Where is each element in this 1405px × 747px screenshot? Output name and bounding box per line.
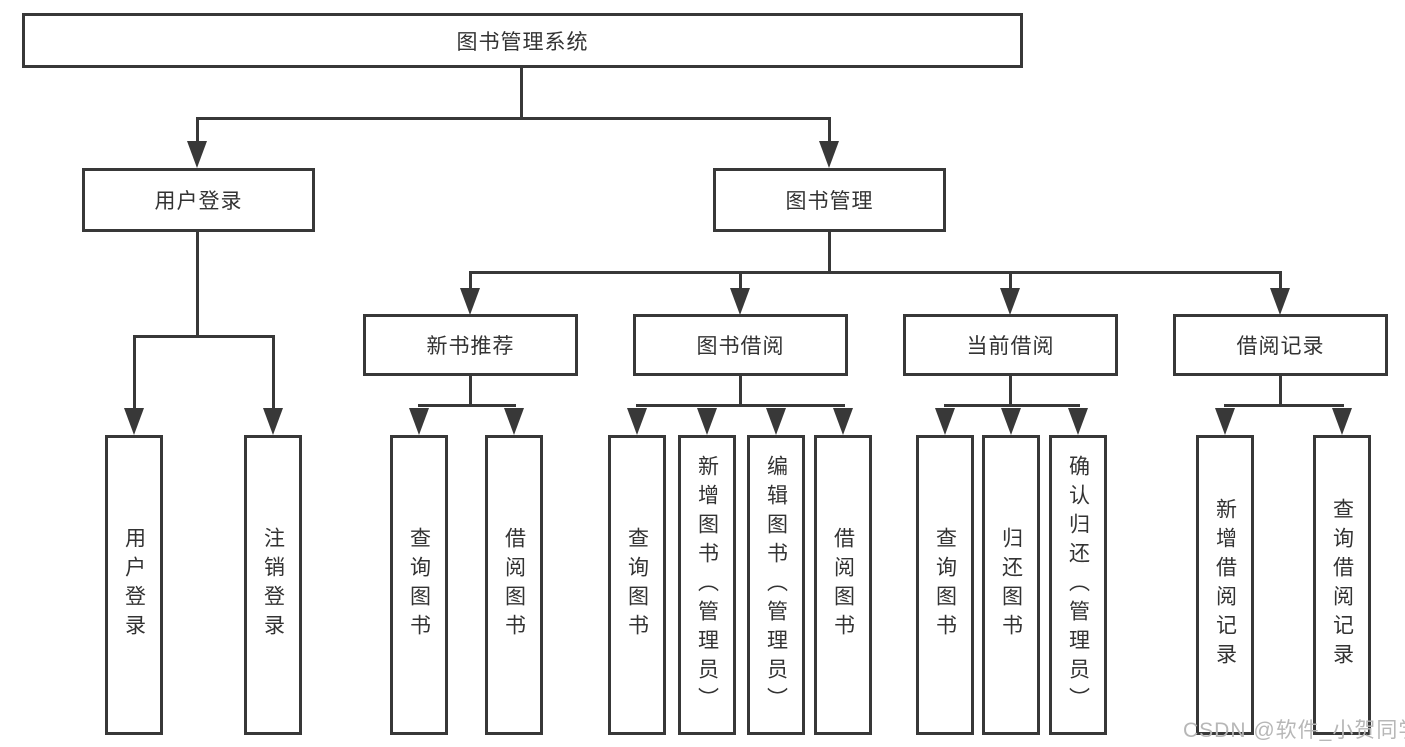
leaf-cb-return-book-label: 归还图书	[999, 527, 1023, 643]
arrow-to-book-borrow-icon	[730, 288, 750, 315]
arrow-cb-leaf2-icon	[1001, 408, 1021, 435]
leaf-nb-query-book: 查询图书	[390, 435, 448, 735]
node-borrow-records: 借阅记录	[1173, 314, 1388, 376]
leaf-bb-add-book-admin-label: 新增图书（管理员）	[695, 454, 719, 716]
connector-ul-leaf2-shaft	[272, 335, 275, 412]
leaf-bb-edit-book-admin-label: 编辑图书（管理员）	[764, 454, 788, 716]
connector-level2-rail	[196, 117, 831, 120]
leaf-user-login-label: 用户登录	[122, 527, 146, 643]
connector-new-book-rail	[418, 404, 516, 407]
connector-user-login-rail	[133, 335, 275, 338]
leaf-logout: 注销登录	[244, 435, 302, 735]
connector-level3-rail	[469, 271, 1282, 274]
arrow-br-leaf2-icon	[1332, 408, 1352, 435]
arrow-cb-leaf1-icon	[935, 408, 955, 435]
connector-borrow-records-rail	[1224, 404, 1344, 407]
connector-borrow-records-stem	[1279, 376, 1282, 407]
leaf-cb-confirm-return-admin-label: 确认归还（管理员）	[1066, 454, 1090, 716]
leaf-nb-query-book-label: 查询图书	[407, 527, 431, 643]
node-book-borrow-label: 图书借阅	[696, 335, 785, 358]
node-user-login-label: 用户登录	[154, 190, 243, 213]
arrow-to-user-login-icon	[187, 141, 207, 168]
leaf-bb-edit-book-admin: 编辑图书（管理员）	[747, 435, 805, 735]
node-book-mgmt-label: 图书管理	[785, 190, 874, 213]
arrow-nb-leaf1-icon	[409, 408, 429, 435]
leaf-bb-query-book: 查询图书	[608, 435, 666, 735]
leaf-cb-confirm-return-admin: 确认归还（管理员）	[1049, 435, 1107, 735]
node-book-borrow: 图书借阅	[633, 314, 848, 376]
connector-current-borrow-stem	[1009, 376, 1012, 407]
leaf-cb-query-book: 查询图书	[916, 435, 974, 735]
leaf-bb-borrow-book-label: 借阅图书	[831, 527, 855, 643]
node-borrow-records-label: 借阅记录	[1236, 335, 1325, 358]
arrow-bb-leaf2-icon	[697, 408, 717, 435]
leaf-br-query-record-label: 查询借阅记录	[1330, 498, 1354, 672]
connector-ul-leaf1-shaft	[133, 335, 136, 412]
connector-new-book-shaft	[469, 271, 472, 291]
node-current-borrow-label: 当前借阅	[966, 335, 1055, 358]
node-new-book-label: 新书推荐	[426, 335, 515, 358]
node-user-login: 用户登录	[82, 168, 315, 232]
leaf-nb-borrow-book: 借阅图书	[485, 435, 543, 735]
arrow-to-borrow-records-icon	[1270, 288, 1290, 315]
connector-new-book-stem	[469, 376, 472, 407]
arrow-br-leaf1-icon	[1215, 408, 1235, 435]
connector-root-stem	[520, 68, 523, 120]
connector-book-mgmt-shaft	[828, 117, 831, 145]
arrow-to-new-book-icon	[460, 288, 480, 315]
leaf-br-query-record: 查询借阅记录	[1313, 435, 1371, 735]
node-current-borrow: 当前借阅	[903, 314, 1118, 376]
arrow-to-logout-leaf-icon	[263, 408, 283, 435]
leaf-logout-label: 注销登录	[261, 527, 285, 643]
arrow-nb-leaf2-icon	[504, 408, 524, 435]
leaf-bb-add-book-admin: 新增图书（管理员）	[678, 435, 736, 735]
node-root: 图书管理系统	[22, 13, 1023, 68]
arrow-cb-leaf3-icon	[1068, 408, 1088, 435]
node-book-mgmt: 图书管理	[713, 168, 946, 232]
connector-book-borrow-rail	[636, 404, 845, 407]
leaf-cb-return-book: 归还图书	[982, 435, 1040, 735]
connector-current-borrow-rail	[944, 404, 1080, 407]
leaf-bb-borrow-book: 借阅图书	[814, 435, 872, 735]
arrow-to-current-borrow-icon	[1000, 288, 1020, 315]
connector-user-login-shaft	[196, 117, 199, 145]
connector-book-borrow-stem	[739, 376, 742, 407]
arrow-bb-leaf4-icon	[833, 408, 853, 435]
csdn-watermark: CSDN @软件_小贺同学	[1183, 719, 1405, 742]
leaf-user-login: 用户登录	[105, 435, 163, 735]
node-root-label: 图书管理系统	[456, 30, 589, 54]
connector-borrow-records-shaft	[1279, 271, 1282, 291]
arrow-to-book-mgmt-icon	[819, 141, 839, 168]
connector-user-login-stem	[196, 232, 199, 338]
arrow-to-login-leaf-icon	[124, 408, 144, 435]
arrow-bb-leaf3-icon	[766, 408, 786, 435]
connector-current-borrow-shaft	[1009, 271, 1012, 291]
arrow-bb-leaf1-icon	[627, 408, 647, 435]
leaf-nb-borrow-book-label: 借阅图书	[502, 527, 526, 643]
leaf-br-add-record: 新增借阅记录	[1196, 435, 1254, 735]
connector-book-borrow-shaft	[739, 271, 742, 291]
connector-book-mgmt-stem	[828, 232, 831, 274]
leaf-cb-query-book-label: 查询图书	[933, 527, 957, 643]
node-new-book: 新书推荐	[363, 314, 578, 376]
leaf-br-add-record-label: 新增借阅记录	[1213, 498, 1237, 672]
leaf-bb-query-book-label: 查询图书	[625, 527, 649, 643]
